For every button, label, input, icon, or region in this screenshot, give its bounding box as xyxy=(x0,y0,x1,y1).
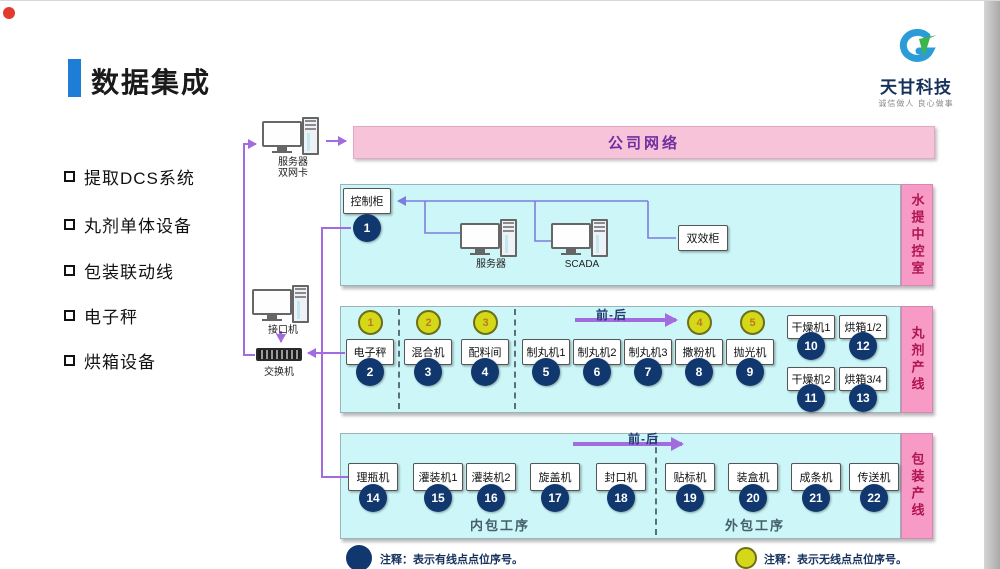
wired-point-badge: 6 xyxy=(583,358,611,386)
bullet-square-icon xyxy=(64,265,75,276)
bullet-square-icon xyxy=(64,171,75,182)
monitor-icon xyxy=(252,289,292,315)
dual-effect-cabinet-box: 双效柜 xyxy=(678,225,728,251)
legend-wireless-text: 注释：表示无线点点位序号。 xyxy=(764,554,907,566)
wireless-point-badge: 3 xyxy=(473,310,498,335)
logo-company-name: 天甘科技 xyxy=(880,78,952,97)
wired-point-badge: 12 xyxy=(849,332,877,360)
panel-tab-label: 包装产线 xyxy=(909,452,925,520)
wired-point-badge: 14 xyxy=(359,484,387,512)
interface-label: 接口机 xyxy=(268,325,298,336)
wired-point-badge: 10 xyxy=(797,332,825,360)
legend-wired-text: 注释：表示有线点点位序号。 xyxy=(380,554,523,566)
tower-icon xyxy=(302,117,319,155)
group-divider xyxy=(398,309,400,409)
group-divider xyxy=(655,437,657,535)
scada-computer: SCADA xyxy=(551,219,613,277)
monitor-icon xyxy=(460,223,500,249)
wired-point-badge: 1 xyxy=(353,214,381,242)
bullet-item: 电子秤 xyxy=(64,303,138,328)
wireless-point-badge: 4 xyxy=(687,310,712,335)
banner-label: 公司网络 xyxy=(607,135,680,152)
page-title: 数据集成 xyxy=(91,68,212,99)
panel-control-room xyxy=(340,184,901,286)
bullet-item: 丸剂单体设备 xyxy=(64,212,192,237)
wired-point-badge: 9 xyxy=(736,358,764,386)
bullet-label: 包装联动线 xyxy=(84,263,174,282)
bullet-label: 丸剂单体设备 xyxy=(84,217,192,236)
scada-label: SCADA xyxy=(564,259,600,270)
tower-icon xyxy=(591,219,608,257)
logo-slogan: 诚信做人 良心做事 xyxy=(878,99,954,108)
wired-point-badge: 18 xyxy=(607,484,635,512)
wired-point-badge: 21 xyxy=(802,484,830,512)
panel-tab-packaging-line: 包装产线 xyxy=(901,433,933,539)
bullet-square-icon xyxy=(64,355,75,366)
wireless-point-badge: 2 xyxy=(416,310,441,335)
bullet-square-icon xyxy=(64,219,75,230)
bullet-item: 烘箱设备 xyxy=(64,348,156,373)
switch-device xyxy=(256,348,302,361)
window-edge xyxy=(984,1,1000,569)
panel-tab-pill-line: 丸剂产线 xyxy=(901,306,933,413)
server-computer: 服务器 xyxy=(460,219,522,277)
wireless-point-badge: 5 xyxy=(740,310,765,335)
wired-point-badge: 19 xyxy=(676,484,704,512)
wireless-point-badge: 1 xyxy=(358,310,383,335)
monitor-icon xyxy=(262,121,302,147)
bullet-label: 烘箱设备 xyxy=(84,353,156,372)
wired-point-badge: 4 xyxy=(471,358,499,386)
wired-point-badge: 3 xyxy=(414,358,442,386)
machine-box: 制丸机1 xyxy=(522,339,570,365)
tower-icon xyxy=(292,285,309,323)
wired-point-badge: 7 xyxy=(634,358,662,386)
legend-wireless-dot-icon xyxy=(735,547,757,569)
bullet-item: 提取DCS系统 xyxy=(64,164,195,189)
tower-icon xyxy=(500,219,517,257)
wired-point-badge: 16 xyxy=(477,484,505,512)
wired-point-badge: 22 xyxy=(860,484,888,512)
panel-tab-label: 水提中控室 xyxy=(909,192,925,278)
bullet-label: 提取DCS系统 xyxy=(84,169,195,188)
wired-point-badge: 2 xyxy=(356,358,384,386)
wired-point-badge: 15 xyxy=(424,484,452,512)
panel-tab-control-room: 水提中控室 xyxy=(901,184,933,286)
company-logo: 天甘科技 诚信做人 良心做事 xyxy=(856,28,976,108)
wired-point-badge: 11 xyxy=(797,384,825,412)
legend-wired-dot-icon xyxy=(346,545,372,569)
wired-point-badge: 13 xyxy=(849,384,877,412)
group-divider xyxy=(514,309,516,409)
title-accent-bar xyxy=(68,59,81,97)
switch-label: 交换机 xyxy=(264,367,294,378)
company-network-banner: 公司网络 xyxy=(353,126,935,159)
server-dualnic-computer: 服务器双网卡 xyxy=(262,117,324,179)
panel-tab-label: 丸剂产线 xyxy=(909,325,925,394)
server-dualnic-label: 服务器双网卡 xyxy=(278,157,308,179)
flow-direction-label: 前-后 xyxy=(628,432,659,446)
logo-icon xyxy=(899,28,937,62)
bullet-item: 包装联动线 xyxy=(64,258,174,283)
wired-point-badge: 17 xyxy=(541,484,569,512)
record-dot-icon xyxy=(3,7,15,19)
interface-computer: 接口机 xyxy=(252,285,314,343)
bullet-square-icon xyxy=(64,310,75,321)
outer-packaging-section-label: 外包工序 xyxy=(724,518,785,533)
inner-packaging-section-label: 内包工序 xyxy=(469,518,530,533)
bullet-label: 电子秤 xyxy=(84,308,138,327)
machine-box: 贴标机 xyxy=(665,463,715,491)
monitor-icon xyxy=(551,223,591,249)
flow-direction-label: 前-后 xyxy=(596,308,627,322)
control-cabinet-box: 控制柜 xyxy=(343,188,391,214)
wired-point-badge: 5 xyxy=(532,358,560,386)
server-label: 服务器 xyxy=(476,259,506,270)
wired-point-badge: 8 xyxy=(685,358,713,386)
wired-point-badge: 20 xyxy=(739,484,767,512)
